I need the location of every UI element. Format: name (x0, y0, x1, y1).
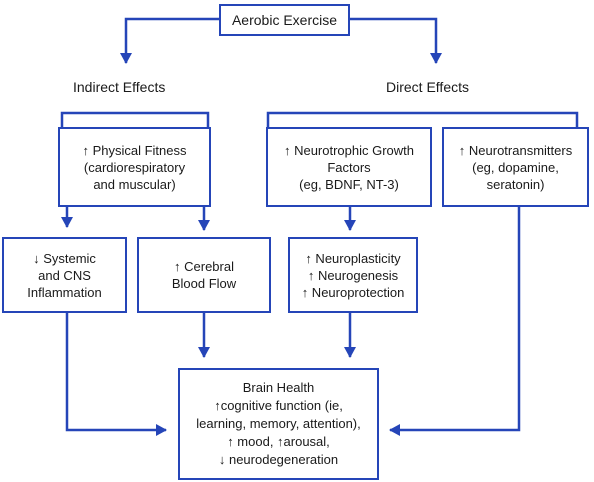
aerobic-exercise-box: Aerobic Exercise (219, 4, 350, 36)
text-line: Aerobic Exercise (231, 11, 338, 28)
connector-aerobic-to-indirect (120, 17, 219, 64)
text-line: ↑ Neurotrophic Growth (283, 142, 415, 158)
brain-health-box: Brain Health ↑cognitive function (ie, lear… (178, 368, 379, 480)
text-line: (eg, BDNF, NT-3) (299, 176, 399, 192)
text-line: ↑ Physical Fitness (82, 142, 187, 158)
text-line: ↑ Neuroprotection (301, 284, 405, 300)
text-line: ↑ mood, ↑arousal, (227, 434, 330, 449)
neurotransmitters-box: ↑ Neurotransmitters(eg, dopamine,seraton… (442, 127, 589, 207)
text-line: Factors (327, 159, 371, 175)
text-line: learning, memory, attention), (196, 416, 361, 431)
text-line: and CNS (38, 267, 91, 283)
text-line: ↑ Neurogenesis (307, 267, 399, 283)
connector-aerobic-to-direct (350, 17, 442, 64)
text-line: ↓ neurodegeneration (218, 452, 339, 467)
text-line: ↓ Systemic (33, 250, 96, 266)
text-line: seratonin) (486, 176, 545, 192)
text-line: ↑ Cerebral (174, 259, 234, 274)
text-line: Indirect Effects (73, 79, 166, 95)
text-line: ↑cognitive function (ie, (214, 398, 343, 413)
text-line: Inflammation (27, 284, 102, 300)
text-line: and muscular) (93, 176, 176, 192)
text-line: ↑ Neurotransmitters (458, 142, 573, 158)
text-line: Blood Flow (171, 276, 237, 291)
text-line: Brain Health (242, 380, 315, 395)
connector-inflammation-to-brainhealth (65, 313, 167, 436)
bracket-indirect (60, 111, 210, 127)
connector-neurotransmitters-to-brainhealth (389, 207, 521, 436)
text-line: Direct Effects (386, 79, 469, 95)
text-line: ↑ Neuroplasticity (305, 250, 401, 266)
text-line: (eg, dopamine, (472, 159, 559, 175)
text-line: (cardiorespiratory (83, 159, 186, 175)
direct-effects-label: Direct Effects (386, 79, 469, 95)
indirect-effects-label: Indirect Effects (73, 79, 165, 95)
bracket-direct (266, 111, 579, 127)
neuroplasticity-box: ↑ Neuroplasticity↑ Neurogenesis↑ Neuropr… (288, 237, 418, 313)
